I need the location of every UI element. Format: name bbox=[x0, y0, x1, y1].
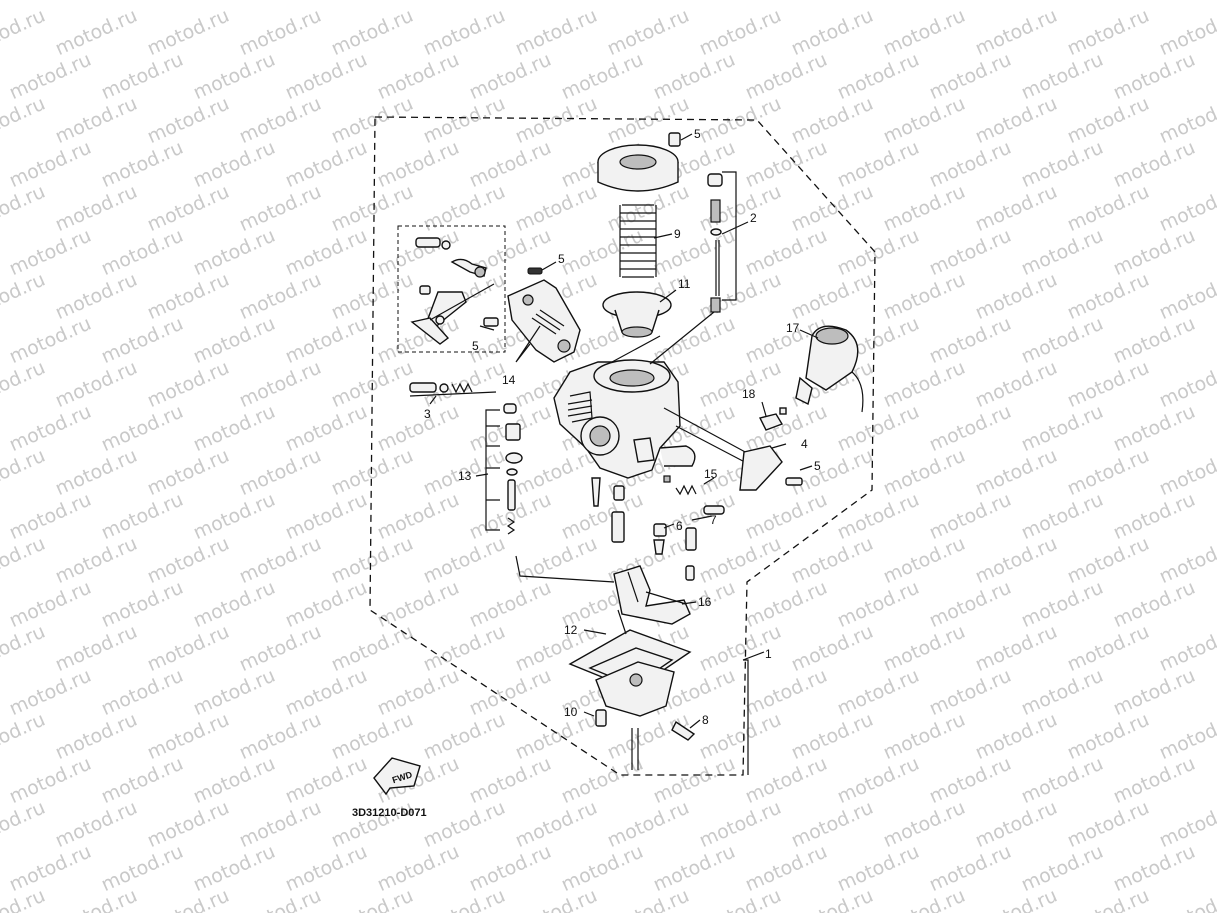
callout-label: 16 bbox=[698, 595, 712, 609]
float-bracket bbox=[485, 409, 500, 531]
carb-top-cover bbox=[597, 144, 679, 192]
float-needle-set bbox=[503, 403, 523, 535]
float-chamber bbox=[568, 629, 696, 770]
jet-parts bbox=[591, 475, 725, 581]
linkage-detail-box bbox=[397, 225, 506, 353]
callout-label: 10 bbox=[564, 705, 578, 719]
callout-label: 13 bbox=[458, 469, 472, 483]
callout-label: 14 bbox=[502, 373, 516, 387]
guide-line bbox=[515, 555, 627, 635]
diagram-code: 3D31210-D071 bbox=[352, 807, 427, 819]
guide-line bbox=[611, 311, 761, 471]
vacuum-diaphragm bbox=[602, 291, 672, 338]
pilot-screw-set bbox=[409, 382, 497, 397]
callout-label: 15 bbox=[704, 467, 718, 481]
callout-label: 1 bbox=[765, 647, 772, 661]
needle-bracket bbox=[722, 171, 737, 301]
callout-label: 5 bbox=[814, 459, 821, 473]
callout-label: 8 bbox=[702, 713, 709, 727]
callout-label: 18 bbox=[742, 387, 756, 401]
fwd-arrow-icon: FWD bbox=[373, 757, 421, 796]
callout-label: 9 bbox=[674, 227, 681, 241]
callout-label: 11 bbox=[678, 277, 691, 291]
callout-label: 12 bbox=[564, 623, 578, 637]
auto-choke bbox=[795, 325, 864, 413]
jet-needle-set bbox=[707, 173, 723, 313]
assembly-boundary bbox=[369, 116, 876, 776]
throttle-spring bbox=[619, 204, 657, 278]
linkage-parts bbox=[410, 237, 495, 345]
callout-label: 5 bbox=[694, 127, 701, 141]
callout-label: 7 bbox=[710, 513, 717, 527]
leader-lines bbox=[429, 133, 819, 729]
callout-label: 6 bbox=[676, 519, 683, 533]
callout-label: 4 bbox=[801, 437, 808, 451]
callout-label: 3 bbox=[424, 407, 431, 421]
carburetor-body bbox=[553, 359, 696, 479]
callout-label: 2 bbox=[750, 211, 757, 225]
throttle-assembly bbox=[483, 267, 581, 363]
callout-label: 5 bbox=[472, 339, 479, 353]
choke-plate bbox=[739, 407, 803, 491]
callout-label: 5 bbox=[558, 252, 565, 266]
float bbox=[613, 565, 691, 625]
cap-screw bbox=[668, 132, 681, 147]
callout-label: 17 bbox=[786, 321, 800, 335]
